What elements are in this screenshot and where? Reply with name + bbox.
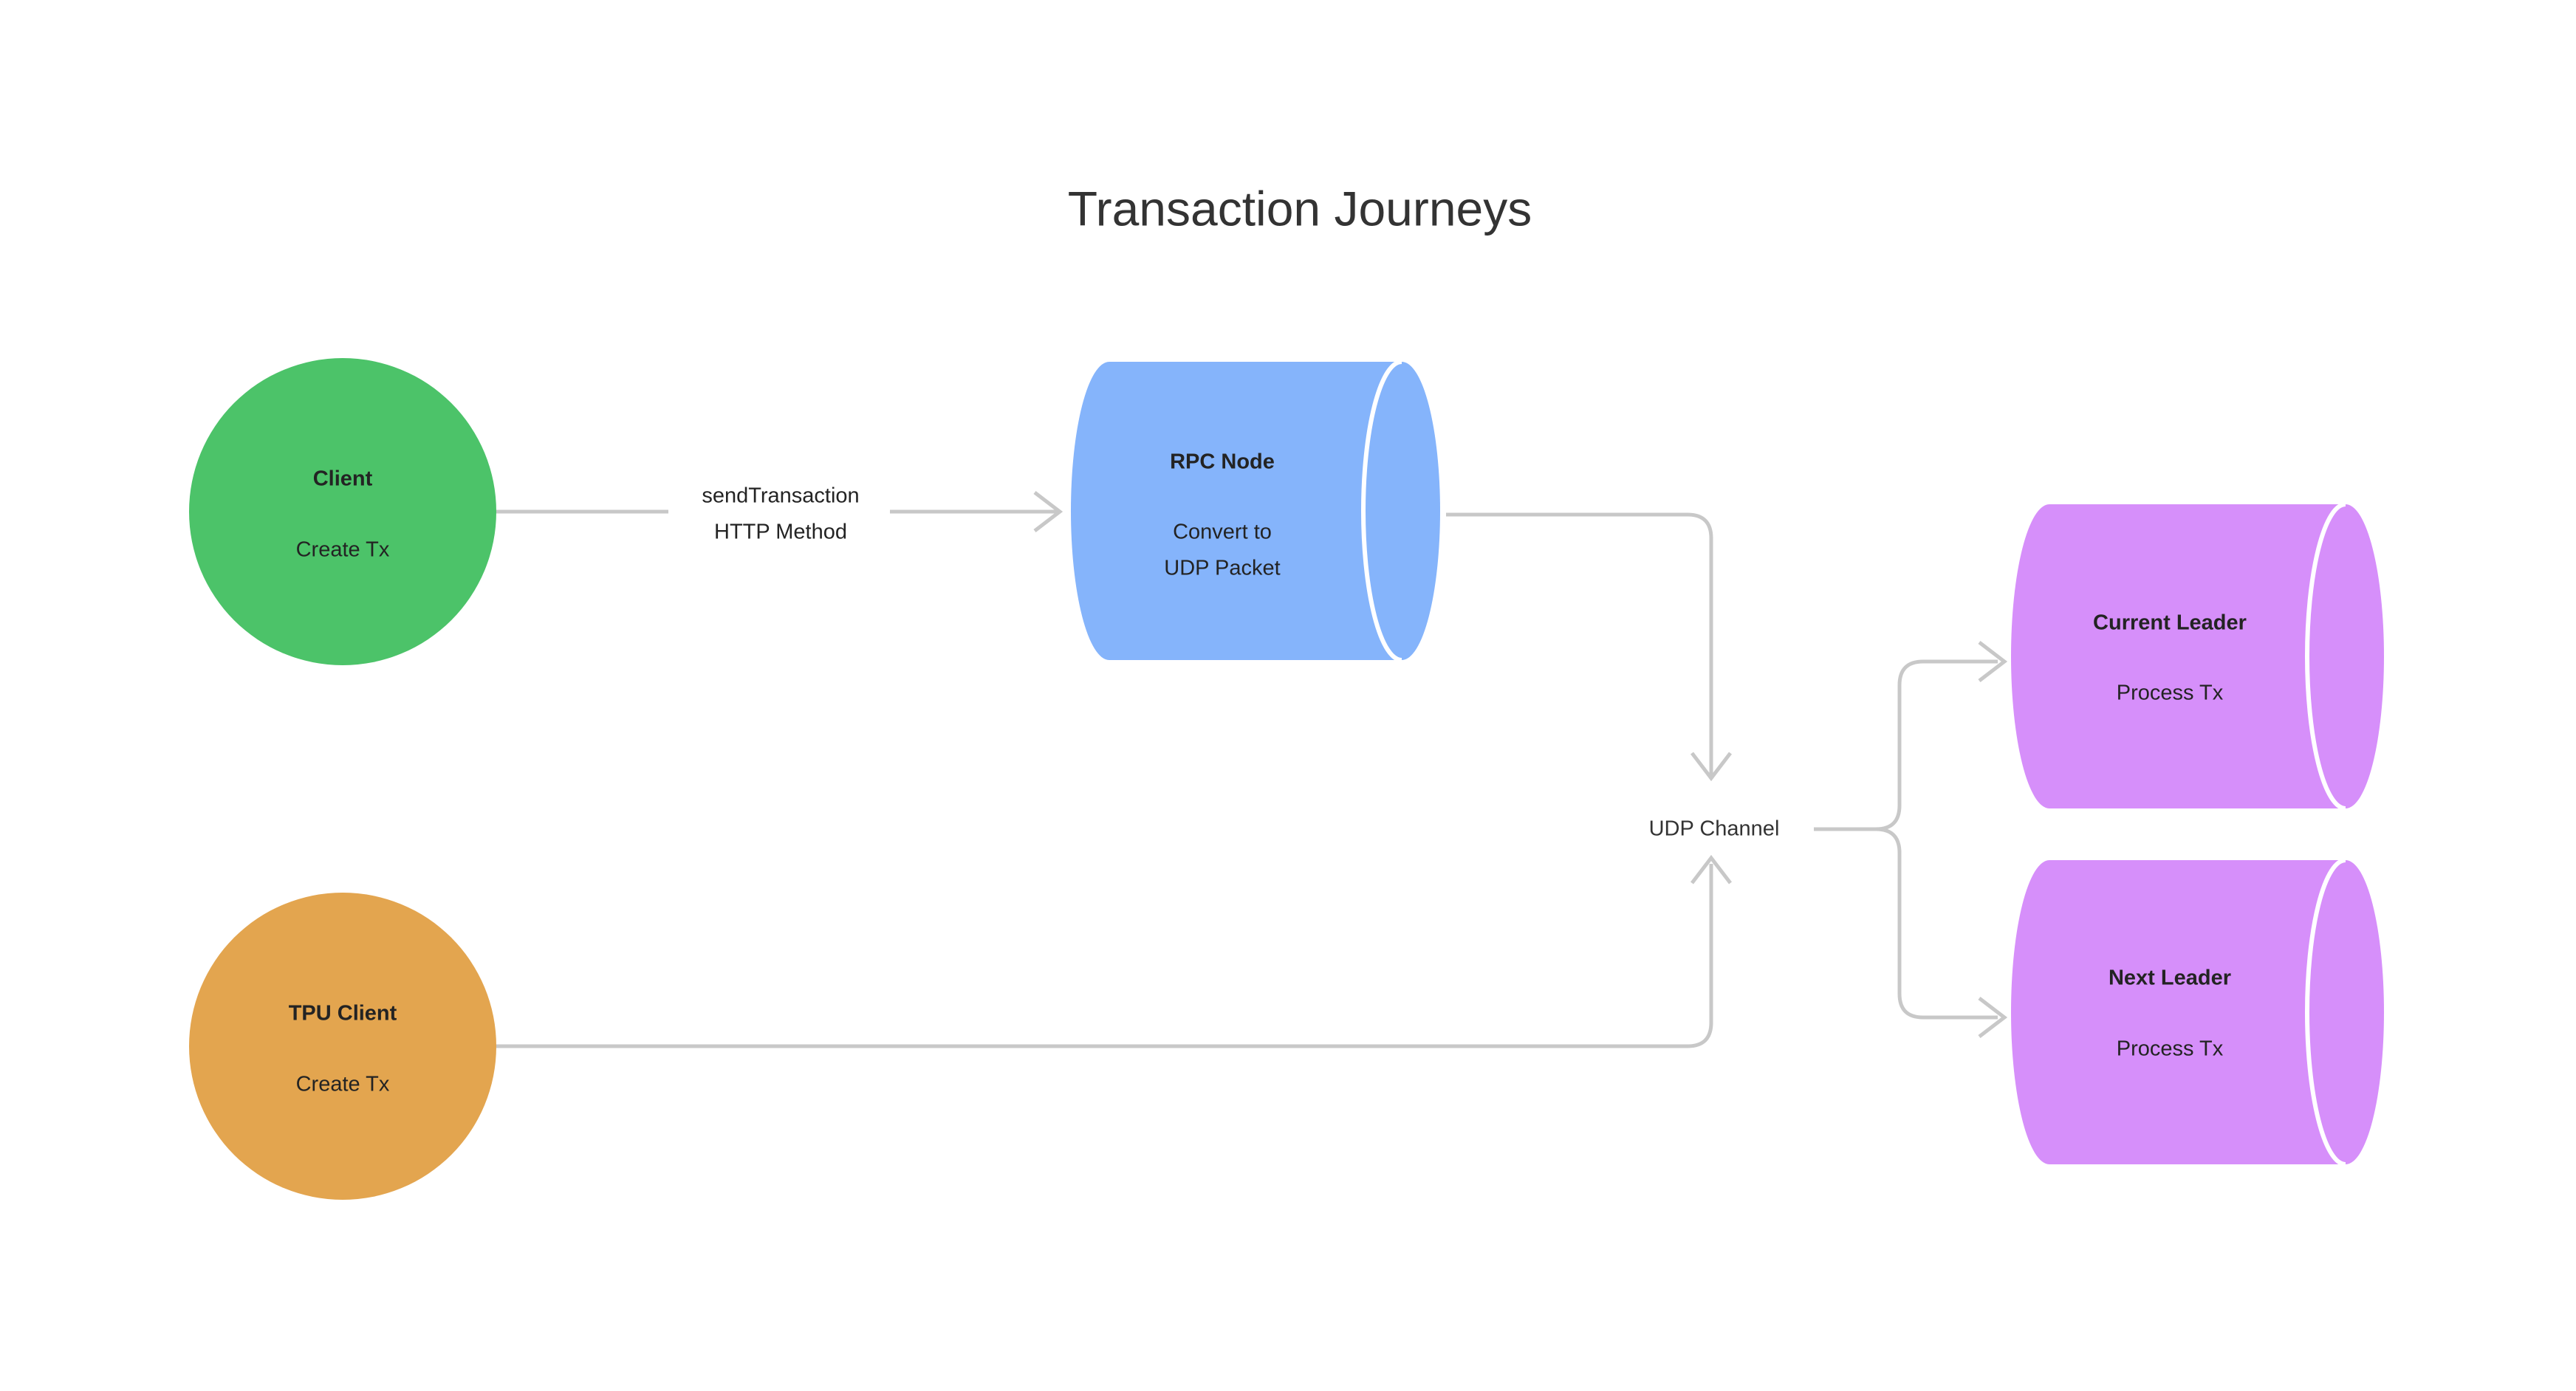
node-current-leader-shape[interactable] xyxy=(2011,504,2384,808)
node-client-shape[interactable] xyxy=(189,358,496,665)
edge-client-to-rpc-label-line1: sendTransaction xyxy=(702,484,859,508)
node-tpu-client-title: TPU Client xyxy=(289,1002,397,1026)
node-rpc-node[interactable]: RPC Node Convert to UDP Packet xyxy=(1071,360,1440,662)
node-rpc-node-cap xyxy=(1361,360,1402,662)
edge-rpc-to-udp xyxy=(1446,512,1732,782)
node-current-leader-title: Current Leader xyxy=(2093,611,2247,635)
node-tpu-client[interactable]: TPU Client Create Tx xyxy=(189,893,496,1200)
node-next-leader-cap xyxy=(2305,858,2346,1167)
node-rpc-node-title: RPC Node xyxy=(1170,450,1275,474)
node-tpu-client-subtitle: Create Tx xyxy=(296,1073,390,1096)
arrowhead-icon xyxy=(1690,854,1732,885)
node-next-leader[interactable]: Next Leader Process Tx xyxy=(2011,858,2384,1167)
node-rpc-node-shape[interactable] xyxy=(1071,362,1440,660)
node-current-leader-subtitle: Process Tx xyxy=(2117,681,2224,705)
edge-udp-to-next-leader-path xyxy=(1814,827,1998,1020)
node-client[interactable]: Client Create Tx xyxy=(189,358,496,665)
edge-rpc-to-udp-path xyxy=(1446,512,1713,775)
edge-udp-to-current-leader xyxy=(1814,641,2008,831)
edge-tpu-to-udp-path xyxy=(496,864,1713,1048)
node-next-leader-title: Next Leader xyxy=(2109,966,2231,990)
arrowhead-icon xyxy=(1978,997,2008,1038)
edge-client-to-rpc: sendTransaction HTTP Method xyxy=(496,484,1063,544)
arrowhead-icon xyxy=(1690,752,1732,782)
edge-udp-to-next-leader xyxy=(1814,827,2008,1038)
edge-client-to-rpc-label-line2: HTTP Method xyxy=(714,521,847,544)
node-current-leader-cap xyxy=(2305,502,2346,811)
edge-udp-to-current-leader-path xyxy=(1814,659,1998,831)
page-title: Transaction Journeys xyxy=(1068,181,1532,236)
node-tpu-client-shape[interactable] xyxy=(189,893,496,1200)
arrowhead-icon xyxy=(1978,641,2008,682)
edge-tpu-to-udp xyxy=(496,854,1732,1048)
node-current-leader[interactable]: Current Leader Process Tx xyxy=(2011,502,2384,811)
arrowhead-icon xyxy=(1033,491,1063,532)
node-client-title: Client xyxy=(313,467,373,491)
node-rpc-node-subtitle-line1: Convert to xyxy=(1173,521,1272,544)
node-next-leader-shape[interactable] xyxy=(2011,860,2384,1164)
node-rpc-node-subtitle-line2: UDP Packet xyxy=(1164,557,1280,580)
node-client-subtitle: Create Tx xyxy=(296,538,390,562)
junction-label-udp-channel: UDP Channel xyxy=(1649,817,1780,841)
node-next-leader-subtitle: Process Tx xyxy=(2117,1037,2224,1061)
